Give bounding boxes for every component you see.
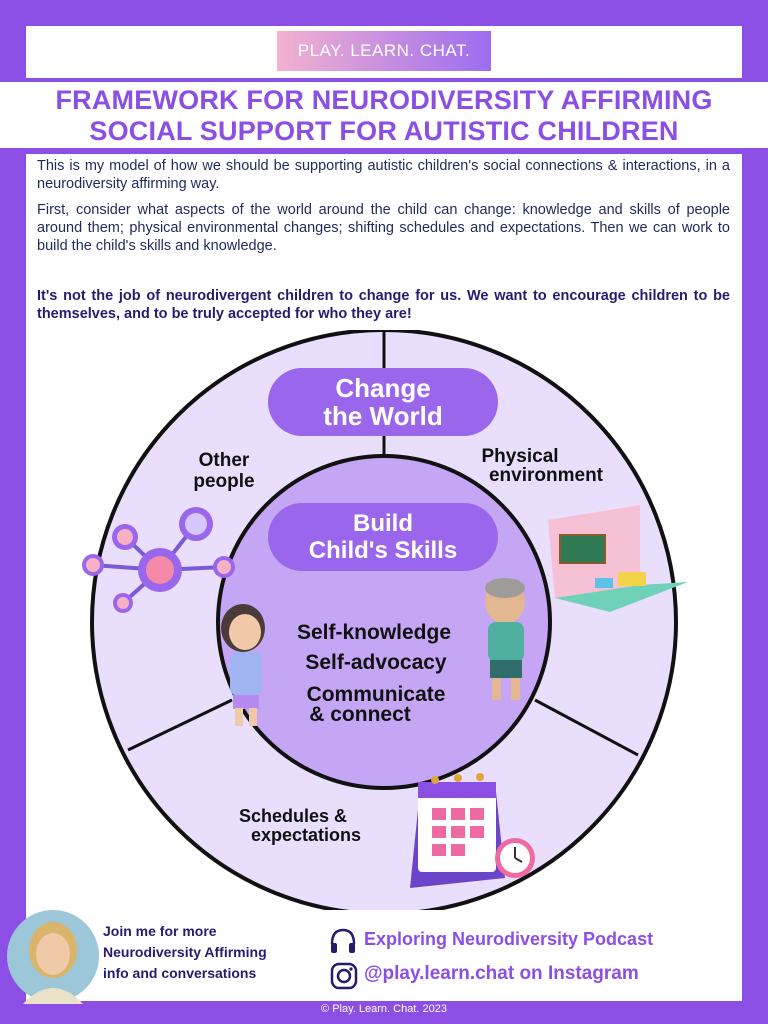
brand-logo: PLAY. LEARN. CHAT.: [277, 31, 491, 71]
calendar-clock-icon: [410, 773, 535, 888]
title-line-2: SOCIAL SUPPORT FOR AUTISTIC CHILDREN: [89, 116, 679, 146]
boy-figure-icon: [485, 578, 525, 700]
segment-physical-line-1: Physical: [481, 446, 558, 467]
divider: [0, 78, 768, 82]
segment-other-line-2: people: [193, 471, 254, 492]
join-line-1: Join me for more: [103, 923, 217, 939]
framework-diagram: Change the World Build Child's Skills Ot…: [82, 330, 688, 910]
segment-other-line-1: Other: [199, 450, 250, 471]
intro-paragraph-1: This is my model of how we should be sup…: [37, 158, 730, 192]
people-network-icon: [82, 507, 235, 613]
instagram-link[interactable]: @play.learn.chat on Instagram: [364, 963, 639, 984]
change-world-line-2: the World: [323, 401, 442, 431]
join-text: Join me for more Neurodiversity Affirmin…: [103, 921, 303, 984]
skill-communicate-line-1: Communicate: [307, 683, 446, 706]
build-skills-pill: [268, 503, 498, 571]
title-line-1: FRAMEWORK FOR NEURODIVERSITY AFFIRMING: [55, 85, 713, 115]
copyright: © Play. Learn. Chat. 2023: [321, 1003, 447, 1015]
avatar: [7, 910, 99, 1004]
segment-schedules-line-2: expectations: [251, 825, 361, 845]
segment-schedules-line-1: Schedules &: [239, 806, 347, 826]
divider-left: [127, 698, 233, 752]
skill-communicate-line-2: & connect: [309, 703, 411, 726]
classroom-icon: [548, 505, 688, 612]
build-skills-line-1: Build: [353, 510, 413, 537]
change-world-pill: [268, 368, 498, 436]
join-line-3: info and conversations: [103, 965, 257, 981]
skill-self-knowledge: Self-knowledge: [297, 621, 451, 644]
intro-paragraph-2: First, consider what aspects of the worl…: [37, 202, 730, 254]
build-skills-line-2: Child's Skills: [309, 537, 457, 564]
skill-self-advocacy: Self-advocacy: [305, 651, 447, 674]
podcast-link[interactable]: Exploring Neurodiversity Podcast: [364, 929, 654, 949]
change-world-line-1: Change: [335, 373, 430, 403]
title-bar: [0, 82, 768, 154]
instagram-icon: [330, 962, 358, 990]
join-line-2: Neurodiversity Affirming: [103, 944, 267, 960]
segment-physical-line-2: environment: [489, 465, 604, 486]
girl-figure-icon: [221, 604, 265, 726]
headphones-icon: [330, 928, 356, 953]
divider-right: [534, 698, 639, 757]
intro-paragraph-3: It's not the job of neurodivergent child…: [37, 288, 730, 322]
